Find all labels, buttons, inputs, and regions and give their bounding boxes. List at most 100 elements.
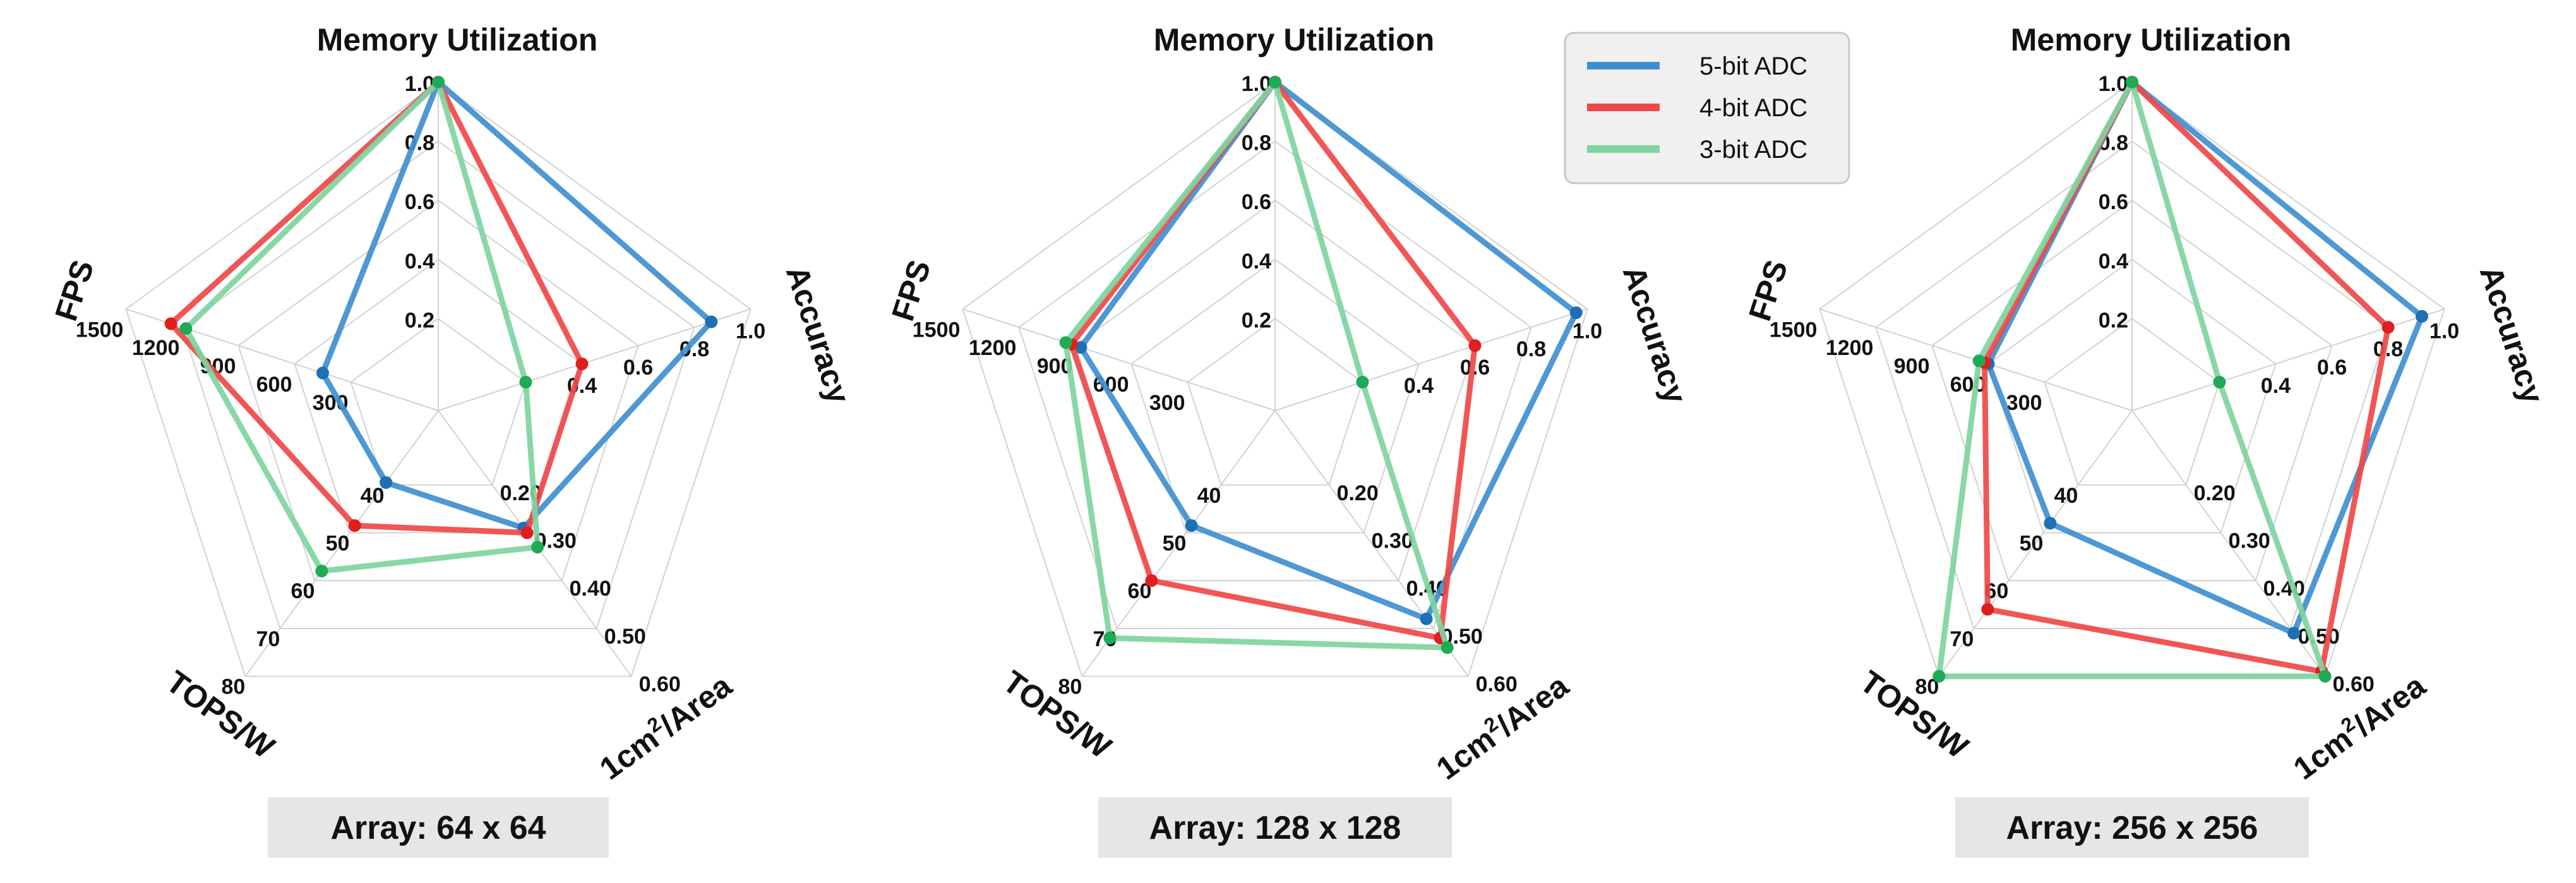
tick-label-area: 0.20: [2194, 481, 2236, 505]
tick-label-area: 0.50: [604, 625, 646, 649]
axis-label-memory-utilization: Memory Utilization: [1154, 22, 1434, 57]
tick-label-tops-per-watt: 50: [1163, 532, 1187, 556]
series-line-4-bit-adc: [1069, 79, 1478, 641]
axis-label-fps: FPS: [48, 256, 100, 325]
data-point-5-bit-adc-fps: [316, 366, 330, 380]
data-point-3-bit-adc-area: [531, 541, 544, 554]
tick-label-accuracy: 1.0: [1573, 319, 1602, 343]
data-point-3-bit-adc-area: [2318, 670, 2332, 683]
data-point-3-bit-adc-memory-utilization: [2126, 76, 2138, 88]
grid-spoke-accuracy: [1274, 308, 1588, 411]
data-point-5-bit-adc-tops-per-watt: [380, 476, 393, 490]
tick-label-memory-utilization: 0.4: [1242, 249, 1271, 273]
tick-label-area: 0.60: [1476, 673, 1518, 697]
tick-label-tops-per-watt: 40: [361, 484, 385, 508]
tick-label-tops-per-watt: 40: [1197, 484, 1221, 508]
data-point-5-bit-adc-accuracy: [705, 315, 718, 328]
grid-spoke-accuracy: [438, 308, 751, 411]
grid-ring-3: [1074, 199, 1476, 582]
tick-label-fps: 1500: [913, 318, 961, 342]
tick-label-area: 0.60: [2333, 673, 2375, 697]
tick-label-area: 0.50: [2298, 625, 2340, 649]
data-point-4-bit-adc-fps: [164, 317, 177, 330]
tick-label-memory-utilization: 0.6: [405, 190, 434, 214]
data-point-3-bit-adc-fps: [1059, 336, 1072, 349]
data-point-3-bit-adc-tops-per-watt: [315, 565, 328, 578]
tick-label-memory-utilization: 0.6: [1242, 190, 1271, 214]
tick-label-area: 0.60: [639, 673, 681, 697]
caption-box: [1098, 797, 1452, 858]
axis-label-accuracy: Accuracy: [2473, 261, 2551, 408]
grid-ring-5: [125, 81, 752, 677]
tick-label-fps: 1500: [76, 318, 124, 342]
chart-caption: Array: 256 x 256: [2006, 810, 2258, 846]
axis-label-accuracy: Accuracy: [1616, 261, 1694, 408]
data-point-3-bit-adc-tops-per-watt: [1932, 670, 1946, 683]
tick-label-tops-per-watt: 70: [256, 627, 280, 651]
chart-caption: Array: 64 x 64: [330, 810, 546, 846]
data-point-4-bit-adc-accuracy: [2381, 321, 2395, 334]
tick-label-fps: 1200: [1826, 336, 1874, 360]
data-point-4-bit-adc-area: [520, 526, 534, 539]
tick-label-memory-utilization: 0.4: [2099, 249, 2128, 273]
caption-box: [268, 797, 609, 858]
tick-label-accuracy: 1.0: [736, 319, 765, 343]
tick-label-accuracy: 0.4: [1404, 374, 1434, 398]
radar-chart-1: 0.20.40.60.81.00.40.60.81.00.200.300.400…: [48, 22, 857, 858]
data-point-3-bit-adc-area: [1441, 641, 1454, 654]
data-point-3-bit-adc-fps: [1972, 354, 1986, 368]
grid-ring-5: [962, 81, 1588, 677]
grid-spoke-tops-per-watt: [1081, 410, 1276, 677]
axis-label-fps: FPS: [1742, 256, 1794, 325]
tick-label-tops-per-watt: 50: [2020, 532, 2044, 556]
tick-label-memory-utilization: 0.8: [1242, 131, 1271, 155]
tick-label-accuracy: 0.6: [2317, 356, 2347, 380]
grid-ring-1: [350, 318, 527, 486]
chart-caption: Array: 128 x 128: [1149, 810, 1401, 846]
grid-ring-3: [237, 199, 639, 582]
tick-label-memory-utilization: 0.6: [2099, 190, 2128, 214]
grid-ring-4: [181, 140, 695, 629]
data-point-5-bit-adc-tops-per-watt: [2044, 517, 2057, 530]
tick-label-accuracy: 0.6: [623, 356, 653, 380]
data-point-4-bit-adc-accuracy: [1468, 339, 1482, 352]
tick-label-memory-utilization: 0.2: [1242, 308, 1271, 332]
series-line-4-bit-adc: [1982, 79, 2392, 675]
tick-label-tops-per-watt: 80: [222, 675, 246, 699]
series-line-3-bit-adc: [1936, 79, 2328, 680]
series-line-3-bit-adc: [183, 79, 541, 574]
radar-charts: 0.20.40.60.81.00.40.60.81.00.200.300.400…: [48, 22, 2551, 858]
series-line-3-bit-adc: [1063, 79, 1451, 651]
tick-label-accuracy: 0.8: [1516, 337, 1546, 361]
grid-spoke-fps: [962, 308, 1276, 411]
grid-ring-3: [1931, 199, 2333, 582]
tick-label-tops-per-watt: 80: [1058, 675, 1082, 699]
tick-label-fps: 1200: [132, 336, 180, 360]
grid-ring-1: [1187, 318, 1363, 486]
series-line-5-bit-adc: [1986, 79, 2425, 637]
legend-label: 5-bit ADC: [1699, 52, 1807, 80]
tick-label-tops-per-watt: 50: [326, 532, 350, 556]
grid-ring-4: [1018, 140, 1532, 629]
radar-chart-3: 0.20.40.60.81.00.40.60.81.00.200.300.400…: [1742, 22, 2551, 858]
data-point-5-bit-adc-tops-per-watt: [1185, 519, 1198, 532]
tick-label-memory-utilization: 0.2: [405, 308, 434, 332]
data-point-4-bit-adc-tops-per-watt: [348, 519, 361, 532]
data-point-3-bit-adc-memory-utilization: [1269, 76, 1281, 88]
data-point-5-bit-adc-accuracy: [1569, 306, 1583, 320]
legend-label: 4-bit ADC: [1699, 94, 1807, 122]
tick-label-memory-utilization: 0.2: [2099, 308, 2128, 332]
tick-label-area: 0.30: [1372, 529, 1413, 553]
tick-label-fps: 600: [1950, 373, 1986, 397]
grid-ring-4: [1875, 140, 2389, 629]
grid-ring-2: [294, 258, 583, 534]
tick-label-fps: 1500: [1770, 318, 1818, 342]
data-point-4-bit-adc-accuracy: [575, 357, 589, 371]
series-line-4-bit-adc: [168, 79, 585, 536]
tick-label-accuracy: 1.0: [2429, 319, 2459, 343]
axis-label-memory-utilization: Memory Utilization: [2011, 22, 2291, 57]
tick-label-memory-utilization: 0.4: [405, 249, 434, 273]
tick-label-fps: 300: [1149, 391, 1185, 415]
